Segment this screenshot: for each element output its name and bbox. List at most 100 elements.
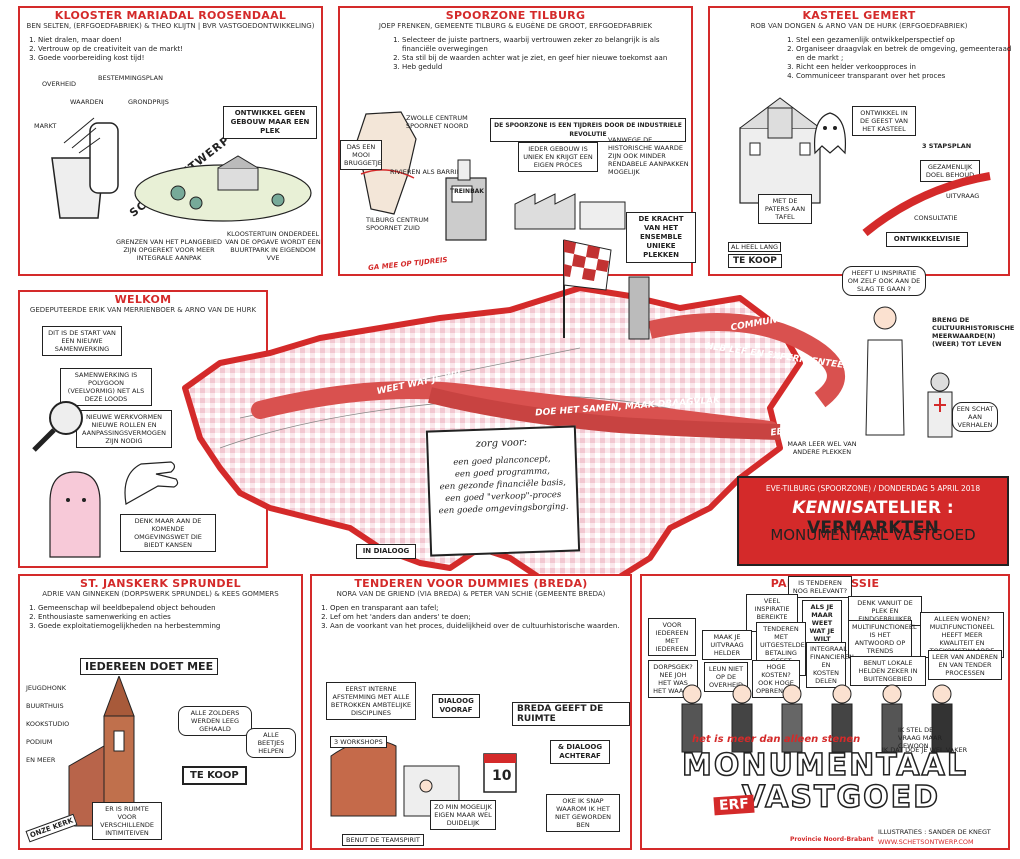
list-item: Gemeenschap wil beeldbepalend object beh… bbox=[38, 604, 308, 613]
title-kennis: KENNIS bbox=[792, 498, 865, 518]
panel-author: ROB VAN DONGEN & ARNO VAN DE HURK (ERFGO… bbox=[750, 22, 968, 30]
title-vermarkten: VERMARKTEN bbox=[807, 518, 939, 538]
note-tenderen: IS TENDEREN NOG RELEVANT? bbox=[788, 576, 852, 598]
lessons-list: Gemeenschap wil beeldbepalend object beh… bbox=[26, 604, 308, 631]
zorg-voor-card: zorg voor: een goed planconcept, een goe… bbox=[425, 425, 581, 557]
list-item: Stel een gezamenlijk ontwikkelperspectie… bbox=[796, 36, 1016, 45]
label-jeugd: JEUGDHONK bbox=[26, 684, 66, 692]
note-beetjes: ALLE BEETJES HELPEN bbox=[246, 728, 296, 758]
hand-sketch bbox=[124, 461, 179, 505]
list-item: Selecteer de juiste partners, waarbij ve… bbox=[402, 36, 682, 54]
character-sketch bbox=[49, 471, 101, 558]
lessons-list: Stel een gezamenlijk ontwikkelperspectie… bbox=[784, 36, 1016, 81]
label-kloostertuin: KLOOSTERTUIN ONDERDEEL VAN DE OPGAVE WOR… bbox=[225, 230, 321, 262]
calendar-number: 10 bbox=[492, 768, 512, 784]
label-workshops: 3 WORKSHOPS bbox=[330, 736, 387, 748]
note-ontwikkel: ONTWIKKEL IN DE GEEST VAN HET KASTEEL bbox=[852, 106, 916, 136]
panel-kasteel: KASTEEL GEMERT ROB VAN DONGEN & ARNO VAN… bbox=[708, 6, 1011, 276]
panel-author: JOEP FRENKEN, GEMEENTE TILBURG & EUGÈNE … bbox=[378, 22, 653, 30]
mixer-sketch bbox=[51, 117, 119, 219]
note-snap: OKE IK SNAP WAAROM IK HET NIET GEWORDEN … bbox=[546, 794, 620, 832]
calendar-icon bbox=[483, 753, 517, 793]
label-markt: MARKT bbox=[34, 122, 57, 130]
label-buurthuis: BUURTHUIS bbox=[26, 702, 64, 710]
note-als: ALS JE MAAR WEET WAT JE WILT bbox=[802, 600, 842, 646]
ghost-icon bbox=[813, 112, 847, 155]
list-item: Niet dralen, maar doen! bbox=[38, 36, 318, 45]
event-subtitle: MONUMENTAAL VASTGOED bbox=[770, 526, 976, 544]
label-bestemmingsplan: BESTEMMINGSPLAN bbox=[98, 74, 163, 82]
event-banner: EVE-TILBURG (SPOORZONE) / DONDERDAG 5 AP… bbox=[737, 476, 1009, 566]
list-item: Communiceer transparant over het proces bbox=[796, 72, 1016, 81]
panel-people-sketch bbox=[681, 684, 953, 753]
event-line: EVE-TILBURG (SPOORZONE) / DONDERDAG 5 AP… bbox=[765, 484, 981, 493]
panel-klooster: KLOOSTER MARIADAL ROOSENDAAL BEN SELTEN,… bbox=[18, 6, 323, 276]
erf-badge: ERF bbox=[713, 794, 755, 816]
note-ruimte: ER IS RUIMTE VOOR VERSCHILLENDE INTIMITE… bbox=[92, 802, 162, 840]
note-integraal: INTEGRAAL FINANCIEREN EN KOSTEN DELEN bbox=[806, 642, 854, 688]
panel-title: TENDEREN VOOR DUMMIES (BREDA) bbox=[354, 577, 588, 590]
event-title: KENNISATELIER : VERMARKTEN bbox=[739, 498, 1007, 538]
credit-line: ILLUSTRATIES : SANDER DE KNEGT bbox=[878, 828, 991, 836]
list-item: Aan de voorkant van het proces, duidelij… bbox=[330, 622, 630, 631]
panel-title: SPOORZONE TILBURG bbox=[445, 9, 586, 22]
note-omgevingswet: DENK MAAR AAN DE KOMENDE OMGEVINGSWET DI… bbox=[120, 514, 216, 552]
label-waarden: WAARDEN bbox=[70, 98, 104, 106]
label-lang: AL HEEL LANG bbox=[728, 242, 782, 252]
panel-author: BEN SELTEN, (ERFGOEDFABRIEK) & THEO KLIJ… bbox=[26, 22, 315, 30]
lessons-list: Niet dralen, maar doen! Vertrouw op de c… bbox=[26, 36, 318, 63]
note-leer: LEER VAN ANDEREN EN VAN TENDER PROCESSEN bbox=[928, 650, 1002, 680]
label-zwolle: ZWOLLE CENTRUM SPOORNET NOORD bbox=[406, 114, 469, 130]
label-grenzen: GRENZEN VAN HET PLANGEBIED ZIJN OPGEREKT… bbox=[115, 238, 223, 262]
label-enmeer: EN MEER bbox=[26, 756, 56, 764]
label-consultatie: CONSULTATIE bbox=[914, 214, 958, 222]
label-leer: MAAR LEER WEL VAN ANDERE PLEKKEN bbox=[787, 440, 857, 456]
note-voor: VOOR IEDEREEN MET IEDEREEN bbox=[648, 618, 696, 656]
lessons-list: Selecteer de juiste partners, waarbij ve… bbox=[390, 36, 682, 72]
panel-title: ST. JANSKERK SPRUNDEL bbox=[80, 577, 241, 590]
panel-author: GEDEPUTEERDE ERIK VAN MERRIENBOER & ARNO… bbox=[29, 306, 257, 314]
label-rivieren: RIVIEREN ALS BARRIERE bbox=[390, 168, 470, 176]
note-gezamenlijk: GEZAMENLIJK DOEL BEHOUD bbox=[920, 160, 980, 182]
lessons-list: Open en transparant aan tafel; Lef om he… bbox=[318, 604, 630, 631]
note-start: DIT IS DE START VAN EEN NIEUWE SAMENWERK… bbox=[42, 326, 122, 356]
ribbon-shapes bbox=[251, 313, 845, 440]
note-schat: EEN SCHAT AAN VERHALEN bbox=[952, 402, 998, 432]
panel-title: KASTEEL GEMERT bbox=[802, 9, 916, 22]
ontwikkel-box: ONTWIKKEL GEEN GEBOUW MAAR EEN PLEK bbox=[223, 106, 317, 139]
site-link[interactable]: WWW.SCHETSONTWERP.COM bbox=[878, 838, 974, 846]
checkered-flag-icon bbox=[563, 239, 612, 338]
ticket-machine-sketch bbox=[445, 159, 487, 241]
note-werkvormen: NIEUWE WERKVORMEN NIEUWE ROLLEN EN AANPA… bbox=[76, 410, 172, 448]
treinbak-label: TREINBAK bbox=[450, 188, 484, 195]
label-grondprijs: GRONDPRIJS bbox=[128, 98, 169, 106]
tower-icon bbox=[628, 276, 650, 340]
list-item: Enthousiaste samenwerking en acties bbox=[38, 613, 308, 622]
panel-author: ADRIE VAN GINNEKEN (DORPSWERK SPRUNDEL) … bbox=[42, 590, 279, 598]
label-podium: PODIUM bbox=[26, 738, 53, 746]
label-stappen: 3 STAPSPLAN bbox=[922, 142, 972, 150]
note-maak: MAAK JE UITVRAAG HELDER bbox=[702, 630, 752, 660]
list-item: Organiseer draagvlak en betrek de omgevi… bbox=[796, 45, 1016, 63]
note-paters: MET DE PATERS AAN TAFEL bbox=[758, 194, 812, 224]
list-item: Sta stil bij de waarden achter wat je zi… bbox=[402, 54, 682, 63]
list-item: Open en transparant aan tafel; bbox=[330, 604, 630, 613]
zorg-title: zorg voor: bbox=[475, 437, 528, 450]
panel-discussie: PANELDISCUSSIE IS TENDEREN NOG RELEVANT?… bbox=[640, 574, 1010, 850]
label-overheid: OVERHEID bbox=[42, 80, 76, 88]
note-benut: BENUT LOKALE HELDEN ZEKER IN BUITENGEBIE… bbox=[850, 656, 926, 686]
panel-tenderen: TENDEREN VOOR DUMMIES (BREDA) NORA VAN D… bbox=[310, 574, 632, 850]
list-item: Heb geduld bbox=[402, 63, 682, 72]
magnifier-icon bbox=[32, 401, 83, 452]
list-item: Lef om het 'anders dan anders' te doen; bbox=[330, 613, 630, 622]
indialoog-box: IN DIALOOG bbox=[356, 544, 416, 559]
tekoop-sign: TE KOOP bbox=[728, 254, 782, 268]
note-iedergebouw: IEDER GEBOUW IS UNIEK EN KRIJGT EEN EIGE… bbox=[518, 142, 598, 172]
label-benut: BENUT DE TEAMSPIRIT bbox=[342, 834, 424, 846]
list-item: Goede voorbereiding kost tijd! bbox=[38, 54, 318, 63]
panel-title: WELKOM bbox=[114, 293, 172, 306]
province-logo: Provincie Noord-Brabant bbox=[790, 836, 874, 843]
breda-banner: BREDA GEEFT DE RUIMTE bbox=[512, 702, 630, 726]
label-ikdat: IK DAT DOE JE WEL VAKER bbox=[882, 746, 968, 754]
scientist-sketch bbox=[865, 306, 905, 436]
